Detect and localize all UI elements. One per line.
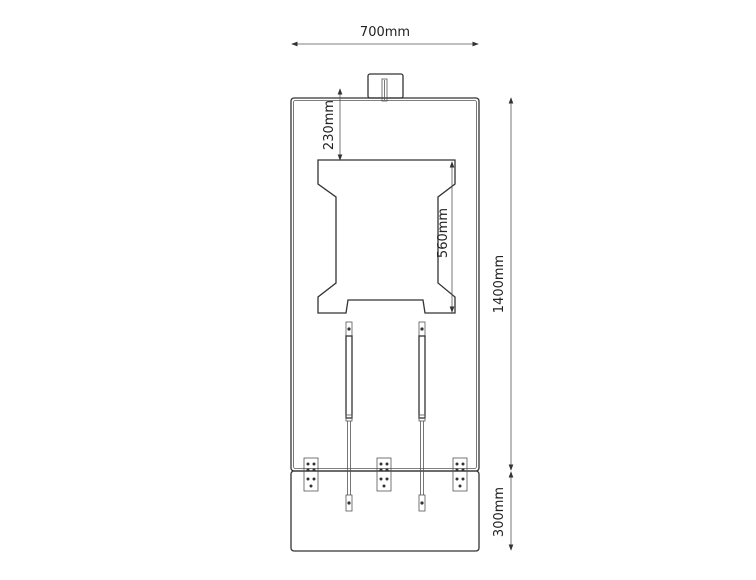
latch — [367, 73, 404, 102]
hinge-center — [376, 457, 392, 492]
flap-height-label: 300mm — [492, 487, 507, 537]
top-offset-label: 230mm — [322, 100, 337, 150]
width-label: 700mm — [360, 25, 410, 40]
total-height-label: 1400mm — [492, 255, 507, 313]
main-panel — [290, 97, 480, 472]
hinge-left — [303, 457, 319, 492]
bottom-flap — [290, 470, 480, 552]
panel-cutout — [317, 159, 456, 314]
hinge-right — [452, 457, 468, 492]
gas-strut-left — [345, 321, 353, 512]
gas-strut-right — [418, 321, 426, 512]
cutout-height-label: 560mm — [436, 208, 451, 258]
